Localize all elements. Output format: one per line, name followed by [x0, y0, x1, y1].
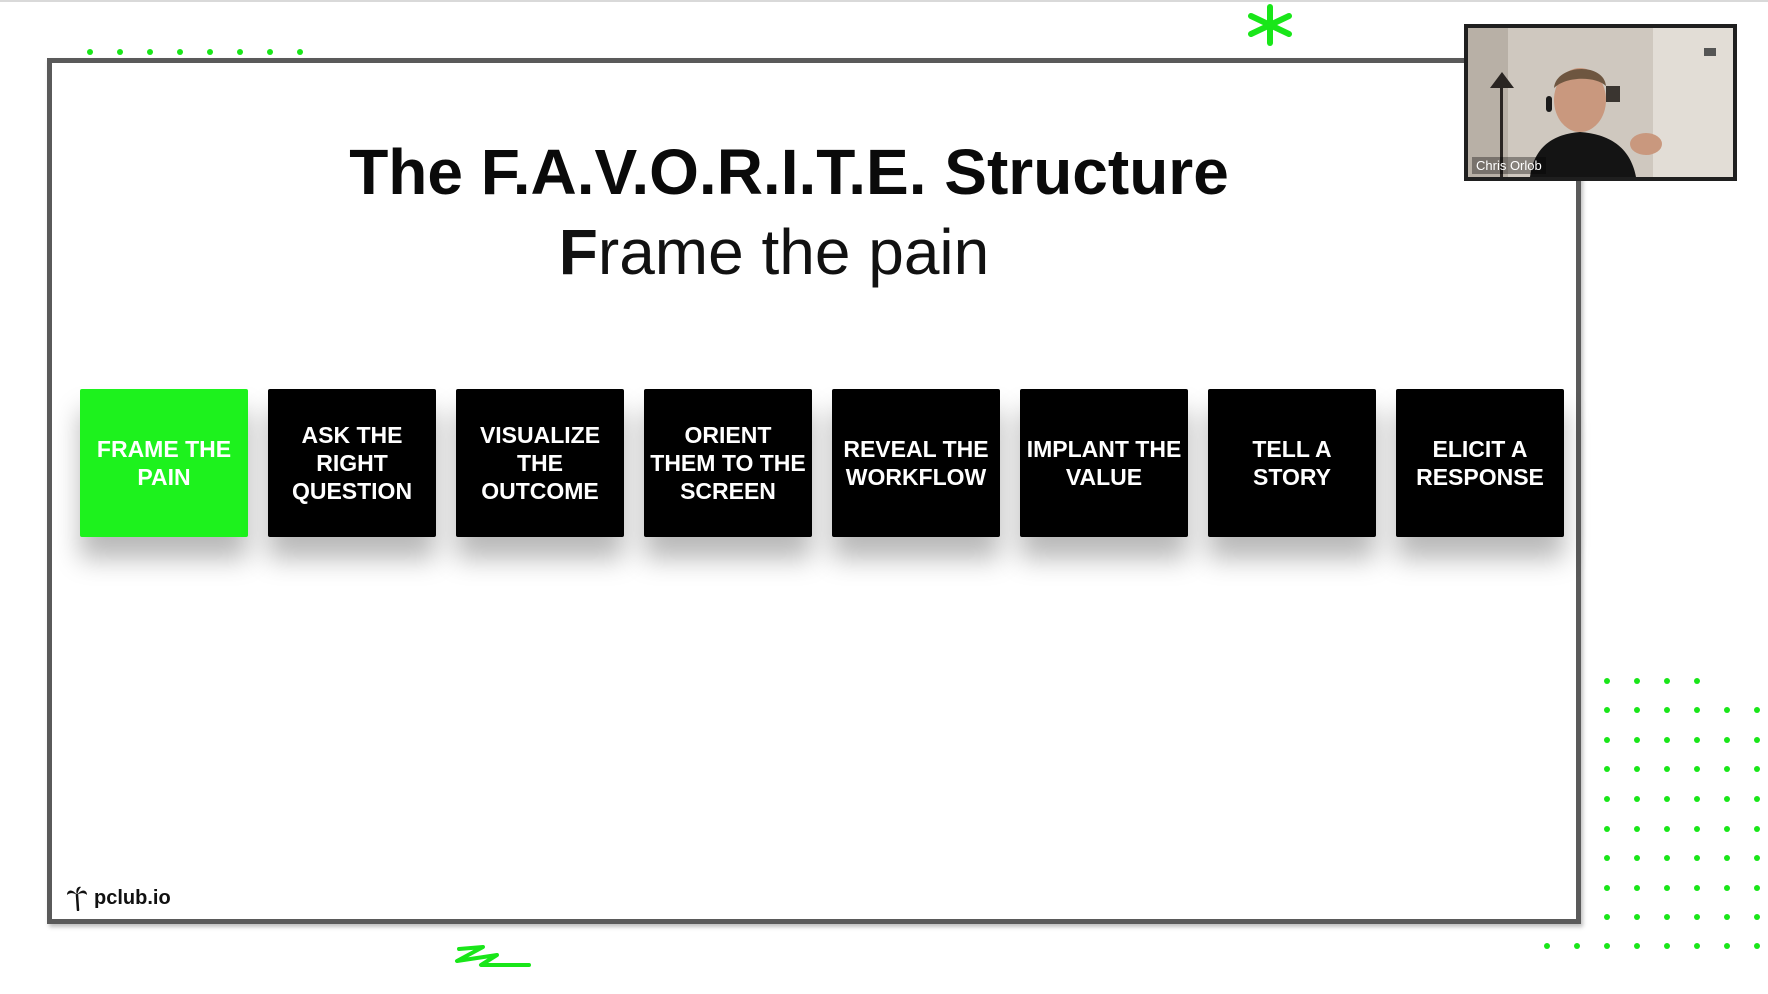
- decorative-dot: [1664, 855, 1670, 861]
- decorative-dot: [1604, 826, 1610, 832]
- decorative-dot: [267, 49, 273, 55]
- decorative-dot: [1604, 678, 1610, 684]
- decorative-dot: [1724, 943, 1730, 949]
- decorative-dot: [1604, 796, 1610, 802]
- decorative-dot: [1634, 914, 1640, 920]
- decorative-dot: [1604, 855, 1610, 861]
- decorative-dot: [1724, 737, 1730, 743]
- decorative-dot: [1754, 826, 1760, 832]
- pclub-logo: pclub.io: [66, 885, 171, 911]
- decorative-dot: [1664, 914, 1670, 920]
- decorative-dot: [237, 49, 243, 55]
- decorative-dot: [177, 49, 183, 55]
- decorative-dot: [1664, 943, 1670, 949]
- palm-tree-icon: [67, 886, 87, 911]
- decorative-dot: [1634, 707, 1640, 713]
- decorative-dot: [1634, 943, 1640, 949]
- decorative-dot: [207, 49, 213, 55]
- decorative-dot: [1754, 737, 1760, 743]
- decorative-dot: [1634, 678, 1640, 684]
- decorative-dot: [1694, 796, 1700, 802]
- decorative-dot: [1664, 766, 1670, 772]
- subtitle-rest: rame the pain: [597, 216, 990, 288]
- subtitle-first-letter: F: [558, 216, 598, 288]
- decorative-dot: [1754, 943, 1760, 949]
- favorite-steps-row: FRAME THE PAIN ASK THE RIGHT QUESTION VI…: [80, 389, 1566, 539]
- decorative-dot: [117, 49, 123, 55]
- step-orient-them-to-the-screen: ORIENT THEM TO THE SCREEN: [644, 389, 812, 537]
- decorative-dot: [1724, 855, 1730, 861]
- squiggle-decoration: [437, 935, 547, 980]
- decorative-dot: [1634, 855, 1640, 861]
- step-tell-a-story: TELL A STORY: [1208, 389, 1376, 537]
- step-visualize-the-outcome: VISUALIZE THE OUTCOME: [456, 389, 624, 537]
- decorative-dot: [1724, 766, 1730, 772]
- logo-text: pclub.io: [94, 886, 171, 909]
- decorative-dot: [1604, 737, 1610, 743]
- decorative-dot: [1724, 796, 1730, 802]
- step-reveal-the-workflow: REVEAL THE WORKFLOW: [832, 389, 1000, 537]
- decorative-dot: [297, 49, 303, 55]
- decorative-dot: [1664, 737, 1670, 743]
- decorative-dot: [1694, 737, 1700, 743]
- decorative-dot: [1724, 826, 1730, 832]
- decorative-dot: [1754, 855, 1760, 861]
- decorative-dot: [1694, 914, 1700, 920]
- decorative-dot: [1754, 707, 1760, 713]
- decorative-dot: [1694, 885, 1700, 891]
- participant-name: Chris Orlob: [1472, 157, 1546, 174]
- participant-video-tile[interactable]: Chris Orlob: [1464, 24, 1737, 181]
- decorative-dot: [1634, 885, 1640, 891]
- decorative-dot: [1754, 796, 1760, 802]
- decorative-dot: [1694, 826, 1700, 832]
- asterisk-icon: [1248, 4, 1292, 46]
- decorative-dot: [1634, 796, 1640, 802]
- top-border-line: [0, 0, 1768, 2]
- slide-title: The F.A.V.O.R.I.T.E. Structure: [349, 136, 1229, 208]
- decorative-dot: [1664, 826, 1670, 832]
- decorative-dot: [1664, 707, 1670, 713]
- step-implant-the-value: IMPLANT THE VALUE: [1020, 389, 1188, 537]
- decorative-dot: [1724, 914, 1730, 920]
- slide-subtitle: Frame the pain: [52, 215, 1586, 289]
- step-frame-the-pain: FRAME THE PAIN: [80, 389, 248, 537]
- decorative-dot: [1604, 885, 1610, 891]
- decorative-dot: [1634, 826, 1640, 832]
- decorative-dot: [147, 49, 153, 55]
- decorative-dot: [1694, 766, 1700, 772]
- decorative-dot: [1664, 678, 1670, 684]
- decorative-dot: [1664, 796, 1670, 802]
- decorative-dot: [1544, 943, 1550, 949]
- decorative-dot: [1694, 943, 1700, 949]
- decorative-dot: [1634, 737, 1640, 743]
- decorative-dot: [1754, 914, 1760, 920]
- step-ask-the-right-question: ASK THE RIGHT QUESTION: [268, 389, 436, 537]
- presentation-slide: The F.A.V.O.R.I.T.E. Structure Frame the…: [47, 58, 1581, 924]
- squiggle-icon: [455, 945, 531, 967]
- decorative-dot: [1634, 766, 1640, 772]
- decorative-dot: [1664, 885, 1670, 891]
- step-elicit-a-response: ELICIT A RESPONSE: [1396, 389, 1564, 537]
- decorative-dot: [1694, 678, 1700, 684]
- decorative-dot: [1604, 943, 1610, 949]
- decorative-dot: [1694, 707, 1700, 713]
- decorative-dot: [1754, 885, 1760, 891]
- decorative-dot: [1724, 707, 1730, 713]
- decorative-dot: [1604, 707, 1610, 713]
- decorative-dot: [1754, 766, 1760, 772]
- decorative-dot: [1604, 766, 1610, 772]
- decorative-dot: [1604, 914, 1610, 920]
- decorative-dot: [1574, 943, 1580, 949]
- decorative-dot: [1694, 855, 1700, 861]
- participant-video-image: [1468, 28, 1733, 177]
- decorative-dot: [87, 49, 93, 55]
- decorative-dot: [1724, 885, 1730, 891]
